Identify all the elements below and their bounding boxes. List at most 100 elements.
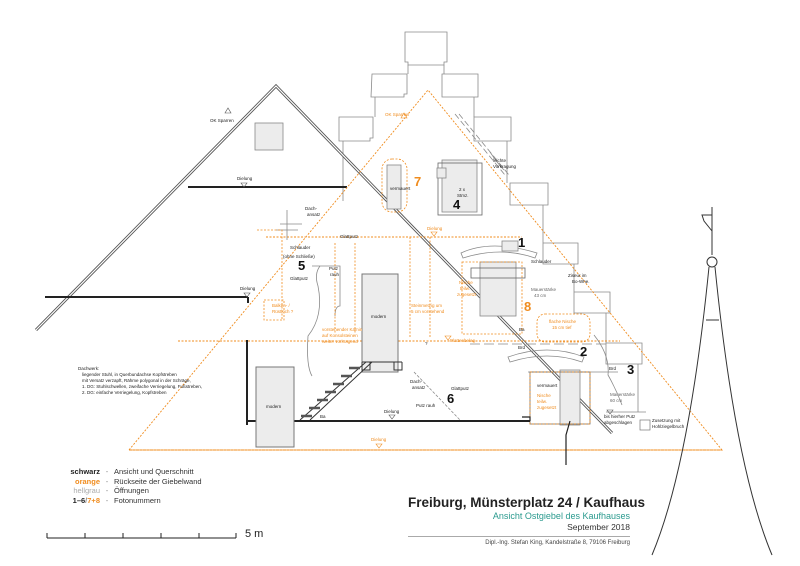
label-ba-lower: Ba [320, 414, 326, 419]
legend-text: Rückseite der Giebelwand [114, 476, 202, 486]
level-markers [224, 107, 614, 449]
label-flache-2: 15 cm tief [552, 325, 572, 330]
label-brd-right: Brd [609, 366, 617, 371]
legend-sep: - [105, 486, 109, 495]
legend-key-orange-numbers: 7+8 [87, 495, 100, 505]
label-modern-upper: modern [371, 314, 387, 319]
legend-row: schwarz - Ansicht und Querschnitt [44, 467, 202, 477]
title-block: Freiburg, Münsterplatz 24 / Kaufhaus Ans… [408, 495, 646, 546]
legend-text: Ansicht und Querschnitt [114, 467, 194, 476]
label-brd-upper: Brd [518, 345, 526, 350]
label-2x-2: Stmz. [457, 193, 469, 198]
drawing-date: September 2018 [567, 522, 630, 532]
legend-key-grey: hellgrau [73, 486, 100, 495]
label-flache-1: flache Nische [549, 319, 577, 324]
label-mauerstaerke-3: Mauerstärke [610, 392, 636, 397]
label-dachansatz: Dach- [305, 206, 318, 211]
legend-text: Öffnungen [114, 486, 149, 495]
spire [651, 207, 773, 556]
label-bis-2: abgeschlagen [604, 420, 633, 425]
label-question: ? [425, 341, 428, 346]
label-mauerstaerke-1: Mauerstärke [531, 287, 557, 292]
note-dachwerk-title: Dachwerk: [78, 366, 99, 371]
photo-number-5: 5 [298, 258, 305, 273]
label-ok-sparren-orange: OK Sparren [385, 112, 409, 117]
legend-row: hellgrau - Öffnungen [44, 486, 202, 496]
label-nische-1: Nische [459, 280, 473, 285]
label-schlauder: Schlauder [290, 245, 311, 250]
label-steinmetz-2: 5 cm vorstehend [411, 309, 445, 314]
label-dielung-bottom: Dielung [384, 409, 400, 414]
label-mauerstaerke-2: 43 cm [534, 293, 547, 298]
legend-text: Fotonummern [114, 495, 161, 505]
label-vermauert-lower: vermauert [537, 383, 558, 388]
legend-row: 1–6/7+8 - Fotonummern [44, 496, 202, 506]
label-ziseur-1: Ziseur im [568, 273, 587, 278]
label-dielung-orange: Dielung [427, 226, 443, 231]
label-putz-rauh: Putz [329, 266, 339, 271]
label-dielung-lower: Dielung [240, 286, 256, 291]
label-kamin-3: weiter vorkragend [322, 339, 358, 344]
label-nische-lower-2: teilw. [537, 399, 547, 404]
drawing-title: Freiburg, Münsterplatz 24 / Kaufhaus [408, 495, 646, 510]
note-dachwerk-line: 2. DG: einfache Verriegelung, Kopfstrebe… [82, 390, 167, 395]
label-zusetzung-1: Zusetzung mit [652, 418, 681, 423]
middle-right-details [460, 240, 651, 431]
stepped-gable-outline [338, 31, 646, 413]
label-steinmetz-1: Steinmetzig um [411, 303, 442, 308]
label-glattputz-left: Glattputz [290, 276, 309, 281]
label-balken-1: Balken- / [272, 303, 291, 308]
label-modern-lower: modern [266, 404, 282, 409]
label-schlauder-right: Schlauder [531, 259, 552, 264]
photo-number-2: 2 [580, 344, 587, 359]
legend-row: orange - Rückseite der Giebelwand [44, 477, 202, 487]
roof-window [254, 122, 284, 151]
label-dielung-upper: Dielung [237, 176, 253, 181]
label-zusetzung-2: Hohlziegelbruch [652, 424, 685, 429]
label-leichte-2: Vorkragung [493, 164, 517, 169]
label-nische-lower-1: Nische [537, 393, 551, 398]
legend-sep: - [105, 467, 109, 476]
label-vermauert-7: vermauert [390, 186, 411, 191]
label-balken-2: Rüstloch ? [272, 309, 294, 314]
label-dachansatz-2: ansatz [307, 212, 321, 217]
upper-details [257, 113, 510, 377]
drawing-subtitle: Ansicht Ostgiebel des Kaufhauses [492, 511, 630, 521]
note-dachwerk-line: 1. DG: Stuhlschwellen, zweifache Verrieg… [82, 384, 202, 389]
legend-key-slash: / [85, 495, 88, 505]
left-roof-triangle [34, 83, 614, 435]
photo-number-4: 4 [453, 197, 461, 212]
photo-number-6: 6 [447, 391, 454, 406]
scale-bar [46, 533, 237, 539]
legend-sep: - [105, 495, 109, 505]
orange-gable-triangle [128, 89, 723, 451]
label-putz-rauh-2: rauh [330, 272, 340, 277]
label-leichte-1: leichte [493, 158, 507, 163]
label-nische-lower-3: zugesetzt [537, 405, 557, 410]
label-schlauder-ohne: (ohne Schließe) [283, 254, 315, 259]
legend-sep: - [105, 476, 109, 486]
label-ba-upper: Ba [519, 327, 525, 332]
label-dielung-orange-bottom: Dielung [371, 437, 387, 442]
legend: schwarz - Ansicht und Querschnitt orange… [44, 467, 202, 506]
label-nische-3: zugesetzt [457, 292, 477, 297]
label-nische-2: teilw. [460, 286, 470, 291]
legend-key-photo-numbers: 1–6/7+8 [44, 496, 100, 506]
label-glattputz-lower: Glattputz [451, 386, 470, 391]
label-glattputz-mid: Glattputz [340, 234, 359, 239]
drawing-author: Dipl.-Ing. Stefan King, Kandelstraße 8, … [485, 540, 630, 546]
label-ok-sparren: OK Sparren [210, 118, 234, 123]
label-mauerstaerke-4: 60 cm [610, 398, 623, 403]
note-dachwerk-line: liegender Stuhl, in Querbundachse Kopfst… [82, 372, 177, 377]
photo-number-7: 7 [414, 174, 421, 189]
photo-number-1: 1 [518, 235, 525, 250]
scale-bar-label: 5 m [245, 528, 264, 540]
label-ziseur-2: Bo-Whe. [572, 279, 590, 284]
label-dachansatz-lower: Dach- [410, 379, 423, 384]
label-2x-1: 2 x [459, 187, 466, 192]
label-plattenbelag: Plattenbelag [450, 338, 476, 343]
drawing-labels: OK Sparren OK Sparren Dielung Dielung Di… [78, 112, 685, 442]
legend-key-black: schwarz [70, 467, 100, 476]
photo-number-8: 8 [524, 299, 531, 314]
